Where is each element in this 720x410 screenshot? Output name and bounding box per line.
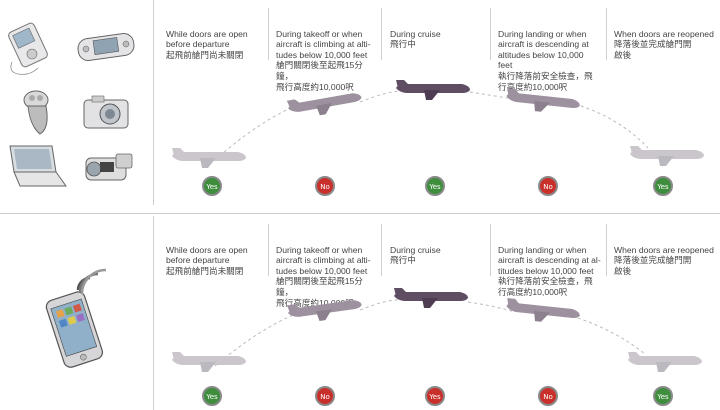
airplane-icon xyxy=(172,352,246,372)
no-badge-icon: Yes xyxy=(425,386,445,406)
mobile-phone-illustration xyxy=(45,268,107,368)
phase-label-takeoff: During takeoff or when aircraft is climb… xyxy=(276,28,371,92)
digital-camera-icon xyxy=(83,95,129,129)
svg-text:No: No xyxy=(320,183,330,191)
svg-text:Yes: Yes xyxy=(656,183,669,191)
phase-label-landing: During landing or when aircraft is desce… xyxy=(498,28,593,92)
flight-path-line xyxy=(467,301,516,313)
svg-text:Yes: Yes xyxy=(205,183,218,191)
media-player-icon xyxy=(8,22,48,75)
airplane-icon xyxy=(286,93,362,116)
flight-path-diagram: Yes No Yes No Yes xyxy=(172,288,702,406)
yes-badge-icon: Yes xyxy=(653,176,673,196)
svg-text:No: No xyxy=(543,393,553,401)
airplane-icon xyxy=(394,288,468,308)
airplane-icon xyxy=(396,80,470,100)
no-badge-icon: No xyxy=(538,176,558,196)
flight-path-diagram: Yes No Yes No Yes xyxy=(172,80,704,196)
flight-path-line xyxy=(359,299,399,311)
flight-path-line xyxy=(214,103,301,161)
svg-text:No: No xyxy=(543,183,553,191)
svg-text:Yes: Yes xyxy=(205,393,218,401)
flight-path-line xyxy=(359,90,406,103)
no-badge-icon: No xyxy=(538,386,558,406)
svg-text:No: No xyxy=(320,393,330,401)
airplane-icon xyxy=(506,88,580,112)
column-divider xyxy=(606,8,607,60)
no-badge-icon: No xyxy=(315,386,335,406)
mobile-phone-icon xyxy=(45,291,104,368)
airplane-icon xyxy=(286,300,362,322)
flight-path-line xyxy=(469,91,521,101)
column-divider xyxy=(381,224,382,276)
wireless-signal-icon xyxy=(76,268,107,295)
airplane-icon xyxy=(172,148,246,168)
column-divider xyxy=(268,8,269,60)
yes-badge-icon: Yes xyxy=(425,176,445,196)
column-divider xyxy=(490,224,491,276)
svg-text:Yes: Yes xyxy=(428,183,441,191)
column-divider xyxy=(381,8,382,60)
column-divider xyxy=(153,0,154,205)
no-badge-icon: No xyxy=(315,176,335,196)
section-divider xyxy=(0,213,720,214)
airplane-icon xyxy=(630,146,704,166)
handheld-game-console-icon xyxy=(77,33,135,61)
devices-illustration xyxy=(8,22,135,187)
phase-label-takeoff: During takeoff or when aircraft is climb… xyxy=(276,244,371,308)
column-divider xyxy=(606,224,607,276)
airplane-icon xyxy=(506,298,580,322)
svg-text:Yes: Yes xyxy=(656,393,669,401)
column-divider xyxy=(490,8,491,60)
laptop-icon xyxy=(9,145,67,187)
yes-badge-icon: Yes xyxy=(653,386,673,406)
phase-label-landing: During landing or when aircraft is desce… xyxy=(498,244,601,297)
electric-shaver-icon xyxy=(23,90,49,135)
svg-text:Yes: Yes xyxy=(428,393,441,401)
yes-badge-icon: Yes xyxy=(202,176,222,196)
yes-badge-icon: Yes xyxy=(202,386,222,406)
airplane-icon xyxy=(628,352,702,372)
column-divider xyxy=(268,224,269,276)
flight-path-line xyxy=(571,315,646,355)
column-divider xyxy=(153,216,154,410)
camcorder-icon xyxy=(85,153,133,181)
flight-path-line xyxy=(574,103,649,149)
